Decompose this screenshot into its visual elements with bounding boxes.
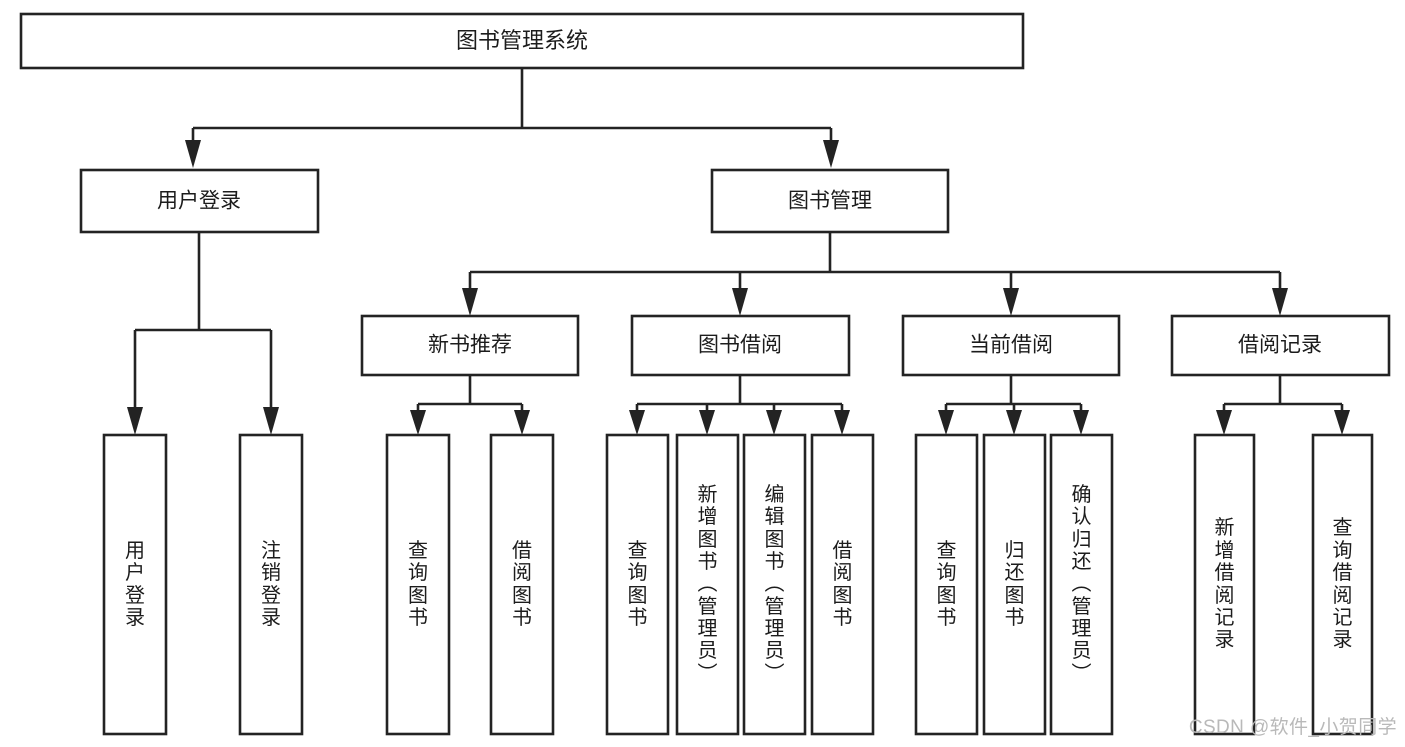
leaf-box-query-book-recommend[interactable] xyxy=(385,433,451,736)
node-root-box[interactable] xyxy=(19,12,1025,70)
leaf-box-query-book-current[interactable] xyxy=(914,433,979,736)
leaf-box-add-book-admin[interactable] xyxy=(675,433,740,736)
node-book-borrow-label: 图书借阅 xyxy=(698,334,782,357)
arrow-head-icon xyxy=(823,140,839,168)
arrow-head-icon xyxy=(834,410,850,435)
node-borrow-record[interactable]: 借阅记录 xyxy=(1170,314,1391,377)
arrow-head-icon xyxy=(514,410,530,435)
leaf-box-logout[interactable] xyxy=(238,433,304,736)
arrow-head-icon xyxy=(732,288,748,316)
arrow-head-icon xyxy=(629,410,645,435)
node-user-login-label: 用户登录 xyxy=(157,190,241,213)
node-new-book-recommend-box[interactable] xyxy=(360,314,580,377)
leaf-box-edit-book-admin[interactable] xyxy=(742,433,807,736)
watermark: CSDN @软件_小贺同学 xyxy=(1188,717,1397,738)
connector-current-borrow-to-leaves xyxy=(938,375,1089,435)
arrow-head-icon xyxy=(1216,410,1232,435)
arrow-head-icon xyxy=(699,410,715,435)
leaf-box-borrow-book-recommend[interactable] xyxy=(489,433,555,736)
node-book-management-label: 图书管理 xyxy=(788,190,872,213)
arrow-head-icon xyxy=(1003,288,1019,316)
leaf-box-add-borrow-record[interactable] xyxy=(1193,433,1256,736)
node-current-borrow-label: 当前借阅 xyxy=(969,334,1053,357)
connector-root-to-level2 xyxy=(185,68,839,168)
arrow-head-icon xyxy=(410,410,426,435)
node-user-login[interactable]: 用户登录 xyxy=(79,168,320,234)
connector-book-management-to-level3 xyxy=(462,232,1288,316)
node-user-login-box[interactable] xyxy=(79,168,320,234)
arrow-head-icon xyxy=(1073,410,1089,435)
leaf-box-confirm-return-admin[interactable] xyxy=(1049,433,1114,736)
node-current-borrow[interactable]: 当前借阅 xyxy=(901,314,1121,377)
arrow-head-icon xyxy=(462,288,478,316)
node-root[interactable]: 图书管理系统 xyxy=(19,12,1025,70)
leaf-box-query-borrow-record[interactable] xyxy=(1311,433,1374,736)
connector-borrow-record-to-leaves xyxy=(1216,375,1350,435)
arrow-head-icon xyxy=(127,407,143,435)
connector-book-borrow-to-leaves xyxy=(629,375,850,435)
leaf-box-borrow-book[interactable] xyxy=(810,433,875,736)
leaf-box-user-login[interactable] xyxy=(102,433,168,736)
arrow-head-icon xyxy=(1272,288,1288,316)
node-book-management[interactable]: 图书管理 xyxy=(710,168,950,234)
node-borrow-record-label: 借阅记录 xyxy=(1238,334,1322,357)
node-new-book-recommend[interactable]: 新书推荐 xyxy=(360,314,580,377)
leaf-box-return-book[interactable] xyxy=(982,433,1047,736)
node-new-book-recommend-label: 新书推荐 xyxy=(428,334,512,357)
arrow-head-icon xyxy=(766,410,782,435)
node-book-borrow[interactable]: 图书借阅 xyxy=(630,314,851,377)
arrow-head-icon xyxy=(1334,410,1350,435)
arrow-head-icon xyxy=(263,407,279,435)
arrow-head-icon xyxy=(1006,410,1022,435)
arrow-head-icon xyxy=(185,140,201,168)
connector-new-book-recommend-to-leaves xyxy=(410,375,530,435)
connector-user-login-to-leaves xyxy=(127,232,279,435)
node-current-borrow-box[interactable] xyxy=(901,314,1121,377)
arrow-head-icon xyxy=(938,410,954,435)
node-root-label: 图书管理系统 xyxy=(456,28,588,53)
leaf-box-query-book-borrow[interactable] xyxy=(605,433,670,736)
